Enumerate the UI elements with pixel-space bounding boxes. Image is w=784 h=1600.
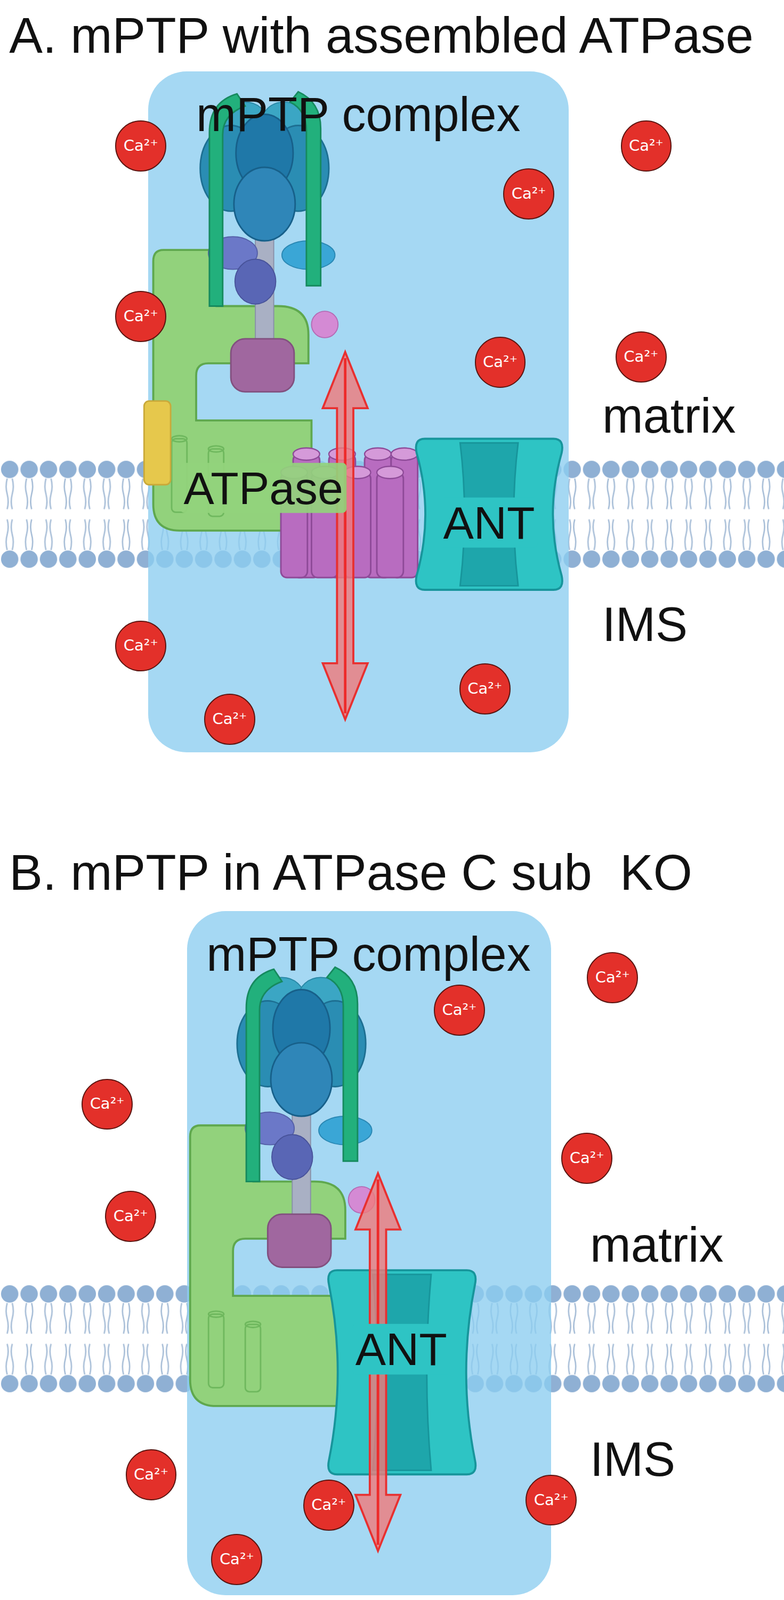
ion-label: Ca²⁺ bbox=[133, 1466, 169, 1484]
illustration-part bbox=[391, 448, 418, 461]
illustration-part bbox=[171, 435, 188, 442]
ion-label: Ca²⁺ bbox=[467, 680, 503, 698]
calcium-ion: Ca²⁺ bbox=[211, 1534, 263, 1586]
calcium-ion: Ca²⁺ bbox=[204, 693, 256, 746]
calcium-ion: Ca²⁺ bbox=[433, 984, 486, 1037]
ion-label: Ca²⁺ bbox=[534, 1492, 569, 1510]
ion-label: Ca²⁺ bbox=[212, 710, 247, 729]
illustration-part bbox=[230, 338, 295, 393]
illustration-part bbox=[235, 259, 277, 304]
illustration-part bbox=[208, 1314, 224, 1389]
mptp-illustration bbox=[187, 911, 552, 1596]
illustration-part bbox=[270, 1043, 333, 1117]
calcium-ion: Ca²⁺ bbox=[525, 1475, 577, 1527]
calcium-ion: Ca²⁺ bbox=[586, 952, 638, 1004]
ion-label: Ca²⁺ bbox=[311, 1497, 346, 1515]
ion-label: Ca²⁺ bbox=[623, 348, 659, 366]
protein-part: ATPase bbox=[142, 76, 347, 537]
protein-label: ANT bbox=[439, 497, 538, 548]
illustration-part bbox=[267, 1214, 331, 1268]
mptp-illustration bbox=[148, 71, 569, 753]
calcium-ion: Ca²⁺ bbox=[474, 336, 527, 389]
ion-label: Ca²⁺ bbox=[90, 1095, 125, 1113]
calcium-ion: Ca²⁺ bbox=[125, 1449, 177, 1501]
compartment-label: matrix bbox=[589, 1218, 724, 1273]
calcium-ion: Ca²⁺ bbox=[615, 331, 667, 383]
ion-label: Ca²⁺ bbox=[123, 137, 159, 155]
ion-label: Ca²⁺ bbox=[113, 1208, 149, 1226]
ion-label: Ca²⁺ bbox=[123, 308, 159, 326]
illustration-part bbox=[208, 1311, 224, 1318]
calcium-ion: Ca²⁺ bbox=[104, 1191, 157, 1243]
illustration-part bbox=[143, 401, 171, 486]
ion-label: Ca²⁺ bbox=[511, 185, 547, 203]
illustration-part bbox=[364, 448, 392, 461]
illustration-part bbox=[415, 439, 562, 590]
ion-label: Ca²⁺ bbox=[219, 1551, 255, 1569]
ion-label: Ca²⁺ bbox=[482, 353, 518, 371]
ion-label: Ca²⁺ bbox=[628, 137, 664, 155]
complex-region: mPTP complexATPaseANT Ca²⁺ Ca²⁺ Ca²⁺ Ca²⁺ bbox=[148, 71, 569, 753]
illustration-part bbox=[245, 1321, 261, 1328]
protein-label: ANT bbox=[352, 1324, 451, 1376]
ion-label: Ca²⁺ bbox=[123, 637, 159, 655]
illustration-part bbox=[245, 1324, 261, 1393]
illustration-part bbox=[271, 1135, 313, 1180]
compartment-label: matrix bbox=[602, 389, 736, 444]
illustration-part bbox=[246, 970, 282, 1183]
illustration-part bbox=[311, 311, 338, 338]
protein-part: ANT bbox=[328, 1271, 475, 1476]
calcium-ion: Ca²⁺ bbox=[115, 291, 167, 343]
calcium-ion: Ca²⁺ bbox=[81, 1079, 133, 1131]
illustration-part bbox=[233, 167, 296, 241]
calcium-ion: Ca²⁺ bbox=[503, 168, 555, 220]
illustration-part bbox=[326, 967, 358, 1162]
protein-part: ANT bbox=[416, 439, 562, 590]
ion-label: Ca²⁺ bbox=[595, 969, 630, 987]
illustration-part bbox=[293, 448, 320, 461]
calcium-ion: Ca²⁺ bbox=[459, 663, 511, 715]
calcium-ion: Ca²⁺ bbox=[115, 120, 167, 172]
ion-label: Ca²⁺ bbox=[569, 1150, 605, 1168]
complex-region: mPTP complexANT Ca²⁺ Ca²⁺ Ca²⁺ bbox=[187, 911, 552, 1596]
protein-label: ATPase bbox=[180, 462, 347, 514]
illustration-part bbox=[189, 1126, 349, 1408]
compartment-label: IMS bbox=[589, 1433, 676, 1486]
illustration-part bbox=[376, 472, 404, 578]
illustration-part bbox=[322, 352, 368, 721]
illustration-part bbox=[328, 1271, 476, 1476]
calcium-ion: Ca²⁺ bbox=[303, 1480, 355, 1532]
panel-title: B. mPTP in ATPase C sub KO bbox=[9, 845, 693, 901]
calcium-ion: Ca²⁺ bbox=[620, 120, 673, 172]
compartment-label: IMS bbox=[602, 598, 688, 652]
panel-title: A. mPTP with assembled ATPase bbox=[9, 7, 754, 63]
calcium-ion: Ca²⁺ bbox=[115, 620, 167, 673]
illustration-part bbox=[343, 358, 347, 714]
calcium-ion: Ca²⁺ bbox=[561, 1133, 613, 1185]
illustration-part bbox=[376, 466, 404, 479]
complex-label: mPTP complex bbox=[196, 87, 521, 141]
ion-label: Ca²⁺ bbox=[441, 1001, 477, 1020]
illustration-part bbox=[208, 446, 224, 452]
complex-label: mPTP complex bbox=[206, 927, 531, 981]
